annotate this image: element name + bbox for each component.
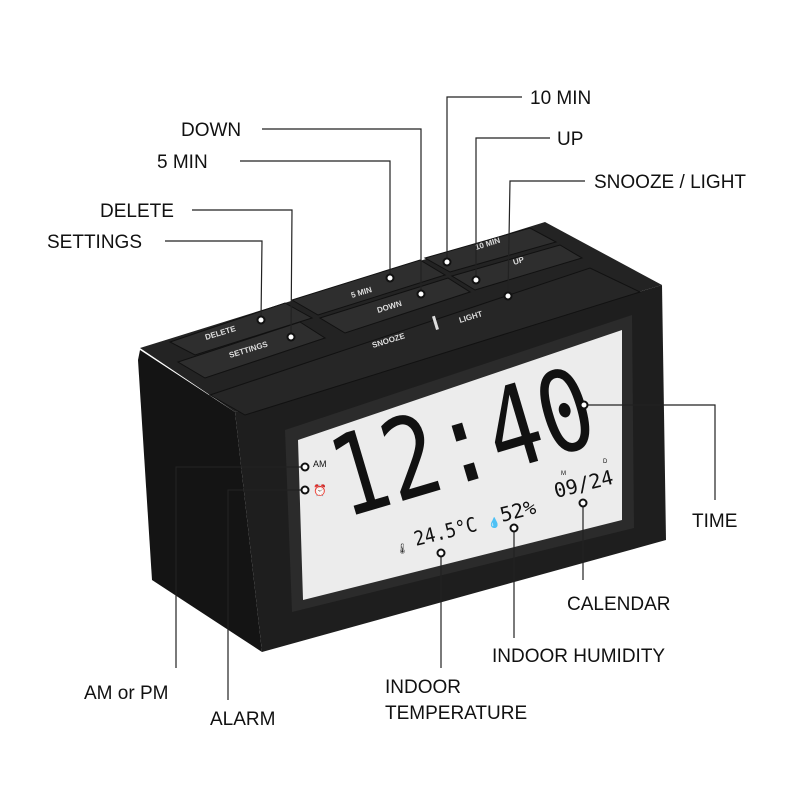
label-time: TIME [692, 511, 737, 532]
marker-humidity [509, 523, 519, 533]
marker-calendar [578, 498, 588, 508]
marker-delete [256, 315, 266, 325]
day-marker: D [603, 459, 608, 465]
thermometer-icon: 🌡 [396, 543, 409, 555]
callout-labels: 10 MIN UP SNOOZE / LIGHT DOWN 5 MIN DELE… [47, 88, 746, 730]
button-5min[interactable] [290, 259, 447, 316]
leader-5min [240, 160, 391, 278]
clock-side-face [138, 350, 262, 652]
marker-time [579, 400, 589, 410]
snooze-light-divider [431, 315, 439, 330]
label-indoor-humidity: INDOOR HUMIDITY [492, 646, 665, 667]
label-calendar: CALENDAR [567, 594, 670, 615]
marker-down [416, 289, 426, 299]
lcd-screen [298, 330, 622, 600]
button-label-up: UP [512, 255, 526, 267]
marker-10min [442, 257, 452, 267]
label-down: DOWN [181, 120, 241, 141]
leader-snooze-light [507, 180, 585, 297]
leader-up [475, 137, 550, 280]
label-snooze-light: SNOOZE / LIGHT [594, 172, 746, 193]
leader-down [262, 128, 422, 294]
marker-alarm [300, 485, 310, 495]
button-delete[interactable] [168, 302, 314, 356]
label-settings: SETTINGS [47, 232, 142, 253]
leader-am-pm [175, 466, 305, 668]
marker-snooze-light [503, 291, 513, 301]
marker-settings [286, 332, 296, 342]
button-up[interactable] [450, 244, 584, 291]
button-snooze-light[interactable] [208, 267, 642, 416]
leader-settings [165, 240, 263, 321]
label-am-pm: AM or PM [84, 683, 168, 704]
alarm-clock-icon: ⏰ [313, 483, 327, 497]
am-indicator: AM [313, 459, 327, 469]
marker-5min [385, 273, 395, 283]
marker-temperature [436, 548, 446, 558]
label-alarm: ALARM [210, 709, 275, 730]
month-marker: M [561, 471, 566, 477]
droplet-icon: 💧 [488, 516, 500, 529]
leader-alarm [227, 489, 305, 700]
label-indoor-temperature-2: TEMPERATURE [385, 703, 527, 724]
leader-delete [192, 209, 293, 338]
marker-up [471, 275, 481, 285]
clock-body: DELETE SETTINGS 5 MIN DOWN 10 MIN UP SNO… [138, 222, 666, 652]
leader-time [584, 404, 716, 500]
label-5min: 5 MIN [157, 152, 208, 173]
button-down[interactable] [318, 277, 472, 334]
label-up: UP [557, 129, 583, 150]
label-10min: 10 MIN [530, 88, 591, 109]
leader-lines [165, 96, 716, 700]
marker-am-pm [300, 462, 310, 472]
label-delete: DELETE [100, 201, 174, 222]
label-indoor-temperature-1: INDOOR [385, 677, 461, 698]
button-10min[interactable] [423, 227, 558, 273]
leader-10min [446, 96, 522, 262]
